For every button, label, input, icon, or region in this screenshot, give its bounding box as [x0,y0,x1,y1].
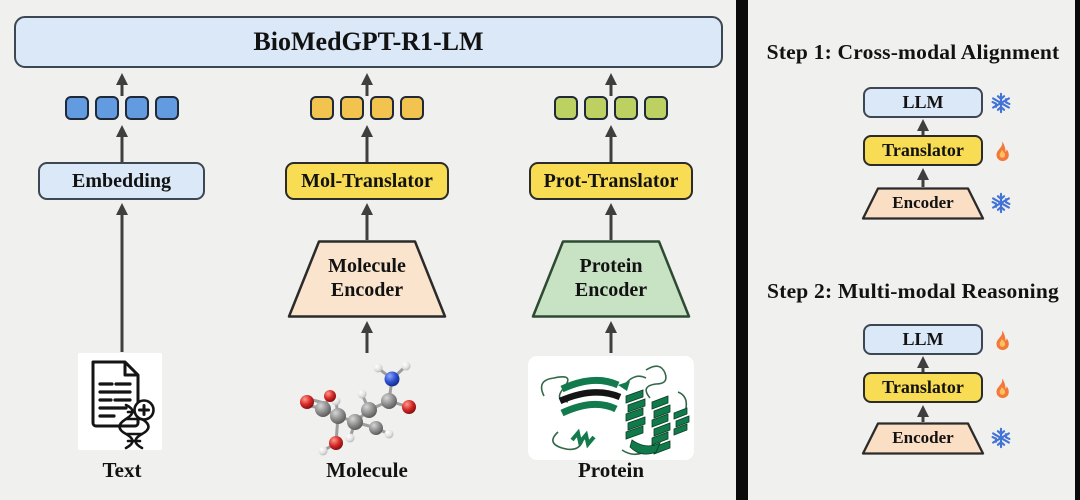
text-token [125,96,149,120]
prot-translator-label: Prot-Translator [543,169,679,192]
protein-encoder-label: Encoder [574,279,648,301]
arrow-up-icon [605,321,617,333]
protein-structure-image [540,365,690,456]
protein-token [644,96,668,120]
step2-title: Step 2: Multi-modal Reasoning [767,279,1059,303]
arrow-up-icon [605,125,617,137]
step1-title: Step 1: Cross-modal Alignment [766,40,1060,64]
molecule-label: Molecule [326,458,408,482]
flame-icon [990,329,1012,351]
arrow-up-icon [361,125,373,137]
protein-label: Protein [577,458,645,482]
mol-translator-box: Mol-Translator [285,162,449,200]
panel-divider [736,0,748,500]
text-label: Text [102,458,142,482]
flame-icon [990,377,1012,399]
right-edge-bar [1075,0,1080,500]
arrow-up-icon [917,405,929,417]
main-model-title: BioMedGPT-R1-LM [253,27,484,56]
arrow-up-icon [605,73,617,85]
text-token-row [65,96,179,120]
mol-translator-label: Mol-Translator [301,169,433,192]
protein-token-row [554,96,668,120]
text-token [155,96,179,120]
arrow-up-icon [361,73,373,85]
protein-token [614,96,638,120]
molecule-token [400,96,424,120]
molecule-encoder-label: Molecule [328,255,406,278]
step1-translator-box: Translator [863,135,983,166]
arrow-up-icon [917,356,929,368]
arrow-up-icon [116,73,128,85]
step1-encoder-trapezoid: Encoder [861,187,985,220]
step2-translator-box: Translator [863,372,983,403]
document-dna-icon [91,360,155,450]
arrow-up-icon [361,203,373,215]
arrow-up-icon [361,321,373,333]
main-model-box: BioMedGPT-R1-LM [14,16,723,68]
arrow-up-icon [917,119,929,131]
snowflake-icon [990,192,1012,214]
arrow-up-icon [116,125,128,137]
arrow-up-icon [116,203,128,215]
step2-llm-box: LLM [863,324,983,355]
protein-token [554,96,578,120]
text-input-card [78,353,162,450]
snowflake-icon [990,427,1012,449]
protein-token [584,96,608,120]
protein-encoder-trapezoid: Protein Encoder [531,240,691,318]
arrow-up-icon [917,168,929,180]
molecule-3d-image [300,361,416,456]
arrow-up-icon [605,203,617,215]
prot-translator-box: Prot-Translator [529,162,693,200]
step1-llm-box: LLM [863,87,983,118]
molecule-token [310,96,334,120]
molecule-encoder-trapezoid: Molecule Encoder [287,240,447,318]
molecule-encoder-label: Encoder [330,279,404,301]
embedding-box: Embedding [38,162,205,200]
snowflake-icon [990,92,1012,114]
protein-encoder-label: Protein [579,255,643,278]
flame-icon [990,140,1012,162]
molecule-token [370,96,394,120]
molecule-token [340,96,364,120]
protein-input-card [528,356,694,460]
step2-encoder-trapezoid: Encoder [861,422,985,455]
molecule-token-row [310,96,424,120]
text-token [95,96,119,120]
text-token [65,96,89,120]
embedding-label: Embedding [72,169,171,192]
